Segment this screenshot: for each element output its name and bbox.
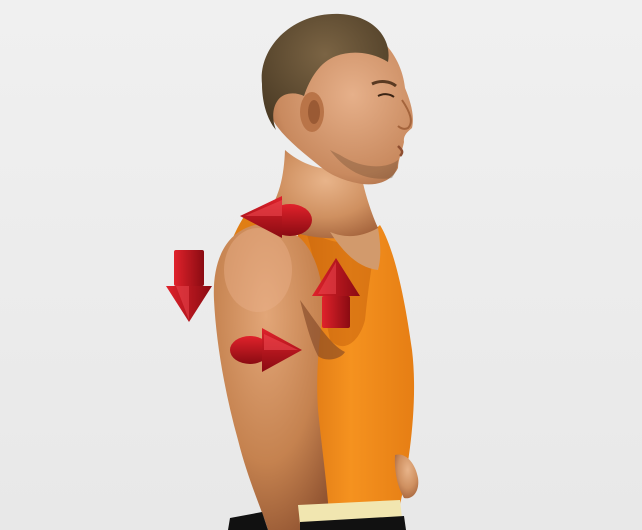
ear-inner xyxy=(308,100,320,124)
deltoid-highlight xyxy=(224,228,292,312)
